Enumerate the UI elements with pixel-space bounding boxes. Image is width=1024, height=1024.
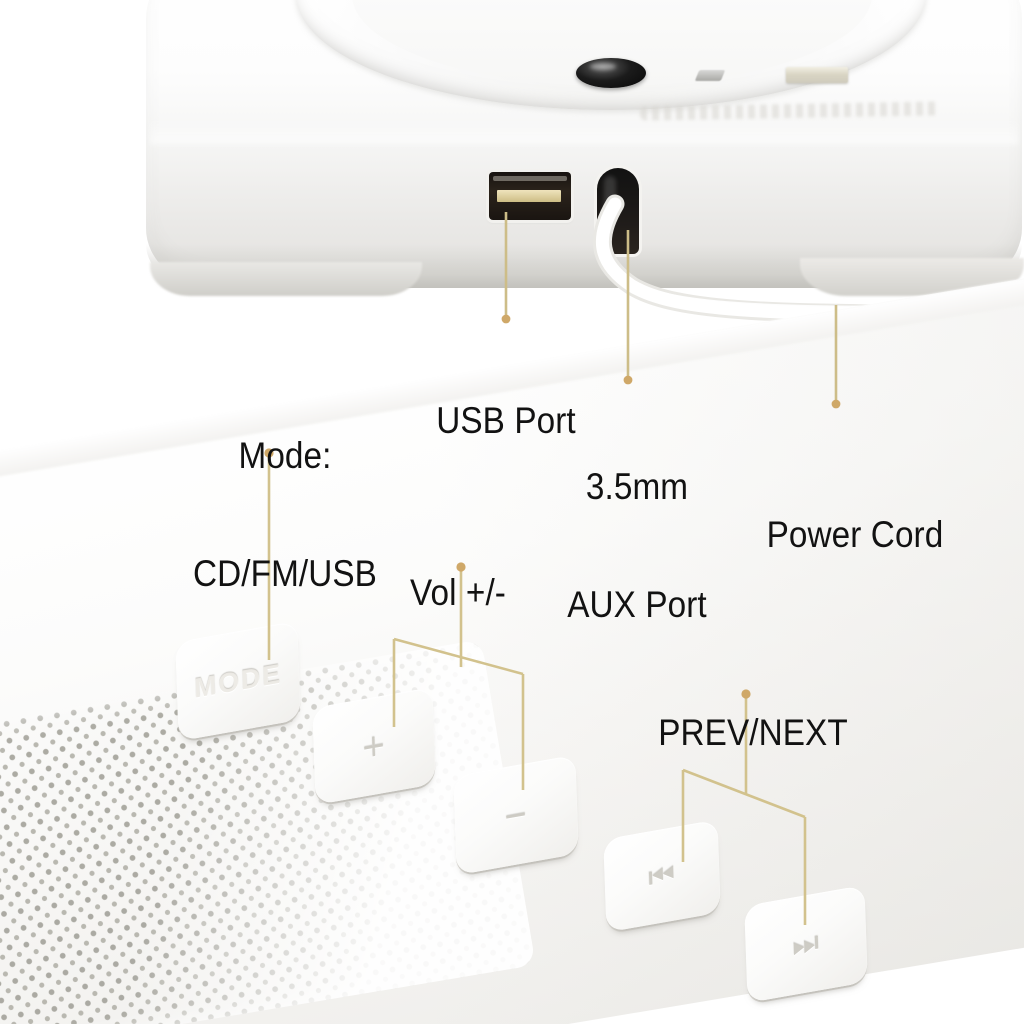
callout-mode-line2: CD/FM/USB (193, 553, 377, 595)
callout-mode: Mode: CD/FM/USB (137, 358, 434, 672)
leader-line-aux (623, 230, 633, 385)
usb-port-contacts (497, 190, 561, 202)
callout-usb-port: USB Port (371, 323, 641, 519)
callout-aux-line1: 3.5mm (585, 466, 689, 508)
top-unit-foot-left (150, 262, 422, 296)
leader-line-power-cord (831, 305, 841, 409)
callout-prev-next: PREV/NEXT (605, 635, 902, 831)
leader-line-prev-next (681, 689, 807, 925)
usb-port-lip (493, 176, 567, 181)
callout-power-cord-text: Power Cord (766, 514, 944, 556)
callout-aux-port: 3.5mm AUX Port (502, 389, 772, 703)
callout-volume-text: Vol +/- (410, 572, 506, 614)
cd-spindle-highlight (590, 63, 616, 70)
leader-line-usb (501, 212, 511, 324)
callout-volume: Vol +/- (323, 495, 593, 691)
callout-power-cord: Power Cord (707, 437, 1004, 633)
leader-line-volume (392, 562, 525, 790)
cd-spindle (576, 58, 646, 88)
callout-mode-line1: Mode: (238, 435, 332, 477)
deck-detail-plate (786, 67, 848, 83)
callout-aux-line2: AUX Port (567, 584, 707, 626)
top-unit-bevel (150, 118, 1018, 144)
leader-line-mode (264, 448, 274, 660)
callout-usb-port-text: USB Port (436, 400, 576, 442)
callout-prev-next-text: PREV/NEXT (658, 712, 848, 754)
